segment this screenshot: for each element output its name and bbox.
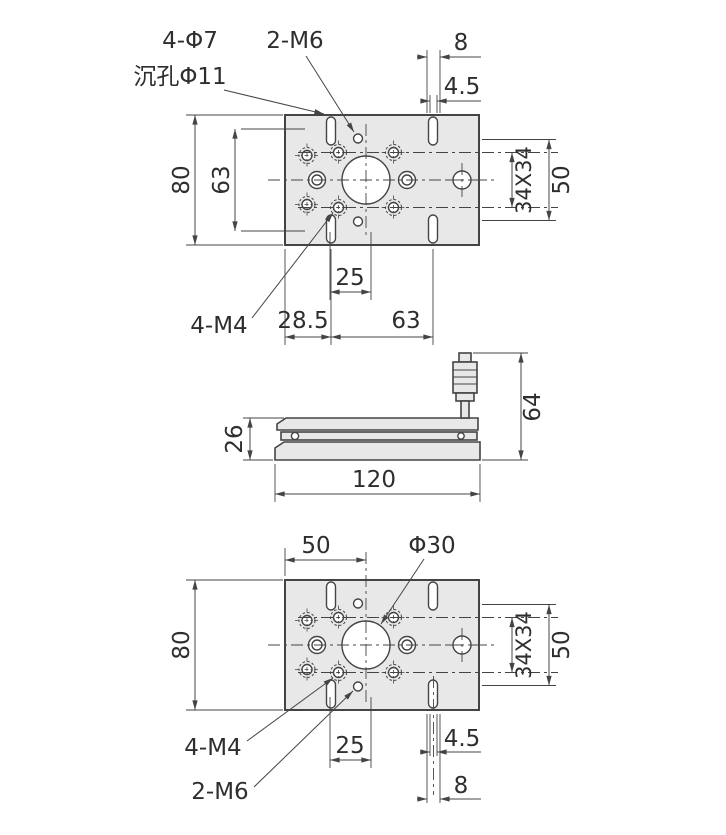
bearing-ball-left: [290, 431, 300, 441]
leader-counterbore: [223, 89, 325, 115]
slot-top-right: [427, 581, 439, 611]
dim-8-label: 8: [454, 773, 469, 799]
slot-bottom-right: [427, 679, 439, 709]
side-view-dimensions: 26 64 120: [222, 352, 546, 502]
leader-2m6: [253, 690, 354, 788]
leader-phi30: [380, 558, 425, 625]
knob-collar: [455, 392, 475, 402]
dim-45-label: 4.5: [444, 74, 481, 100]
dim-8-label: 8: [454, 30, 469, 56]
label-2m6-top: 2-M6: [266, 28, 323, 54]
side-mid-plate: [280, 431, 478, 441]
leader-4m4: [251, 212, 334, 319]
bottom-view-dimensions: 50 Φ30 80 34X34 50 25 4.5: [169, 533, 575, 805]
dim-63v-label: 63: [209, 165, 235, 194]
top-view-dimensions: 80 63 34X34 50 8 4.5: [133, 28, 575, 345]
label-4phi7: 4-Φ7: [162, 28, 218, 54]
dim-50-right-label: 50: [549, 630, 575, 659]
slot-top-right: [427, 116, 439, 146]
knob-stem: [460, 400, 470, 419]
top-view: 80 63 34X34 50 8 4.5: [133, 28, 575, 345]
slot-bottom-right: [427, 214, 439, 244]
bottom-view: 50 Φ30 80 34X34 50 25 4.5: [169, 533, 575, 805]
m6-hole: [352, 133, 364, 144]
dim-34x34-label: 34X34: [512, 611, 536, 679]
m6-hole: [352, 598, 364, 609]
slot-top-left: [325, 581, 337, 611]
dim-64-label: 64: [520, 392, 546, 421]
dim-50-label: 50: [549, 165, 575, 194]
bearing-ball-right: [457, 432, 465, 440]
dim-80-label: 80: [169, 165, 195, 194]
label-4m4-bottom: 4-M4: [184, 735, 241, 761]
m6-hole: [352, 681, 364, 692]
m6-hole: [352, 216, 364, 227]
dim-80-label: 80: [169, 630, 195, 659]
dim-34x34-label: 34X34: [512, 146, 536, 214]
dim-26-label: 26: [222, 424, 248, 453]
dim-45-label: 4.5: [444, 726, 481, 752]
side-base-plate: [274, 441, 481, 461]
label-2m6-bottom: 2-M6: [191, 779, 248, 805]
dim-50-top-label: 50: [301, 533, 330, 559]
knob-cap: [458, 352, 472, 363]
dim-25-label: 25: [335, 265, 364, 291]
dim-25-label: 25: [335, 733, 364, 759]
slot-top-left: [325, 116, 337, 146]
slot-bottom-left: [325, 679, 337, 709]
dim-120-label: 120: [352, 467, 396, 493]
side-view: 26 64 120: [222, 352, 546, 502]
label-counterbore: 沉孔Φ11: [133, 64, 226, 90]
leader-2m6: [305, 55, 355, 133]
leader-4m4: [246, 677, 334, 742]
dim-285-label: 28.5: [277, 308, 328, 334]
label-4m4-top: 4-M4: [190, 313, 247, 339]
side-top-plate: [276, 417, 479, 431]
label-phi30: Φ30: [408, 533, 455, 559]
dim-63h-label: 63: [391, 308, 420, 334]
